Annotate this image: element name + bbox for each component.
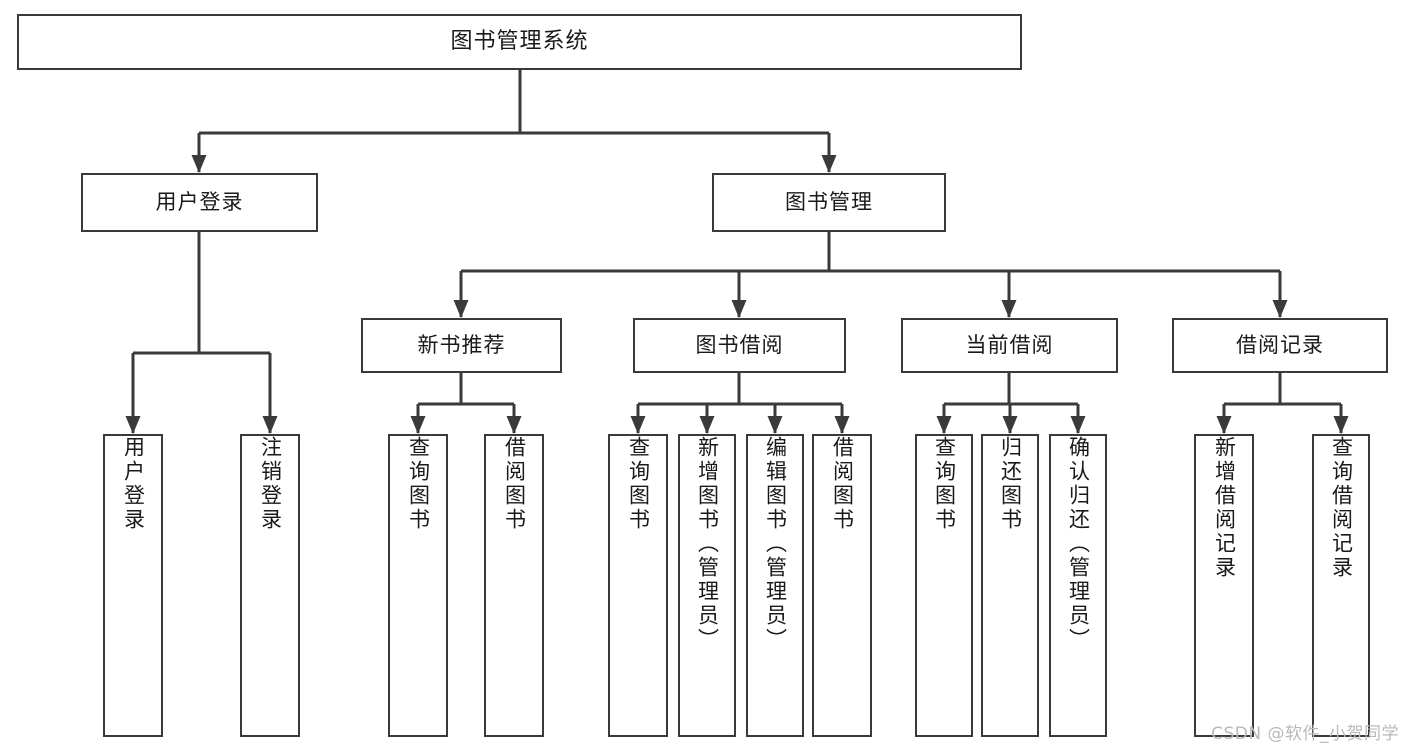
edge-arrow-leaf-borrow-book-1	[506, 416, 522, 434]
edge-arrow-book-manage	[821, 155, 837, 173]
node-leaf-borrow-book-2[interactable]: 借阅图书	[812, 434, 872, 737]
edge-arrow-leaf-add-book	[699, 416, 715, 434]
node-label-leaf-borrow-book-2: 借阅图书	[830, 436, 855, 532]
node-book-borrow[interactable]: 图书借阅	[633, 318, 846, 373]
node-leaf-query-record[interactable]: 查询借阅记录	[1312, 434, 1370, 737]
node-label-leaf-query-book-2: 查询图书	[626, 436, 651, 532]
node-label-leaf-user-login: 用户登录	[121, 436, 146, 532]
edge-arrow-leaf-confirm-return	[1070, 416, 1086, 434]
node-leaf-edit-book[interactable]: 编辑图书（管理员）	[746, 434, 804, 737]
node-label-root: 图书管理系统	[450, 28, 589, 54]
edge-arrow-leaf-add-record	[1216, 416, 1232, 434]
node-borrow-record[interactable]: 借阅记录	[1172, 318, 1388, 373]
node-leaf-query-book-3[interactable]: 查询图书	[915, 434, 973, 737]
node-leaf-confirm-return[interactable]: 确认归还（管理员）	[1049, 434, 1107, 737]
node-label-book-manage: 图书管理	[785, 189, 873, 214]
edge-arrow-leaf-query-book-3	[936, 416, 952, 434]
node-label-leaf-add-book: 新增图书（管理员）	[695, 436, 720, 652]
node-label-leaf-logout: 注销登录	[258, 436, 283, 532]
node-leaf-query-book-1[interactable]: 查询图书	[388, 434, 448, 737]
node-label-leaf-query-book-3: 查询图书	[932, 436, 957, 532]
node-label-current-borrow: 当前借阅	[965, 332, 1054, 357]
node-label-leaf-edit-book: 编辑图书（管理员）	[763, 436, 788, 652]
edge-arrow-current-borrow	[1001, 300, 1017, 318]
node-label-new-book-rec: 新书推荐	[417, 332, 506, 357]
edge-arrow-borrow-record	[1272, 300, 1288, 318]
node-leaf-add-book[interactable]: 新增图书（管理员）	[678, 434, 736, 737]
edge-arrow-leaf-edit-book	[767, 416, 783, 434]
node-label-leaf-return-book: 归还图书	[998, 436, 1023, 532]
edge-arrow-leaf-return-book	[1002, 416, 1018, 434]
edge-group	[125, 70, 1349, 434]
edge-arrow-leaf-query-record	[1333, 416, 1349, 434]
node-label-book-borrow: 图书借阅	[695, 332, 784, 357]
node-new-book-rec[interactable]: 新书推荐	[361, 318, 562, 373]
node-label-leaf-add-record: 新增借阅记录	[1212, 436, 1237, 580]
node-leaf-add-record[interactable]: 新增借阅记录	[1194, 434, 1254, 737]
node-label-leaf-query-book-1: 查询图书	[406, 436, 431, 532]
node-leaf-user-login[interactable]: 用户登录	[103, 434, 163, 737]
node-leaf-query-book-2[interactable]: 查询图书	[608, 434, 668, 737]
edge-arrow-leaf-user-login	[125, 416, 141, 434]
node-current-borrow[interactable]: 当前借阅	[901, 318, 1118, 373]
edge-arrow-leaf-query-book-1	[410, 416, 426, 434]
node-label-leaf-borrow-book-1: 借阅图书	[502, 436, 527, 532]
edge-arrow-leaf-logout	[262, 416, 278, 434]
node-root[interactable]: 图书管理系统	[17, 14, 1022, 70]
node-leaf-borrow-book-1[interactable]: 借阅图书	[484, 434, 544, 737]
node-label-borrow-record: 借阅记录	[1236, 332, 1324, 357]
node-label-leaf-confirm-return: 确认归还（管理员）	[1066, 436, 1091, 652]
node-leaf-logout[interactable]: 注销登录	[240, 434, 300, 737]
node-leaf-return-book[interactable]: 归还图书	[981, 434, 1039, 737]
node-user-login[interactable]: 用户登录	[81, 173, 318, 232]
edge-arrow-user-login	[191, 155, 207, 173]
edge-arrow-book-borrow	[731, 300, 747, 318]
edge-arrow-new-book-rec	[453, 300, 469, 318]
node-label-user-login: 用户登录	[155, 189, 244, 214]
node-label-leaf-query-record: 查询借阅记录	[1329, 436, 1354, 580]
node-book-manage[interactable]: 图书管理	[712, 173, 946, 232]
edge-arrow-leaf-borrow-book-2	[834, 416, 850, 434]
edge-arrow-leaf-query-book-2	[630, 416, 646, 434]
